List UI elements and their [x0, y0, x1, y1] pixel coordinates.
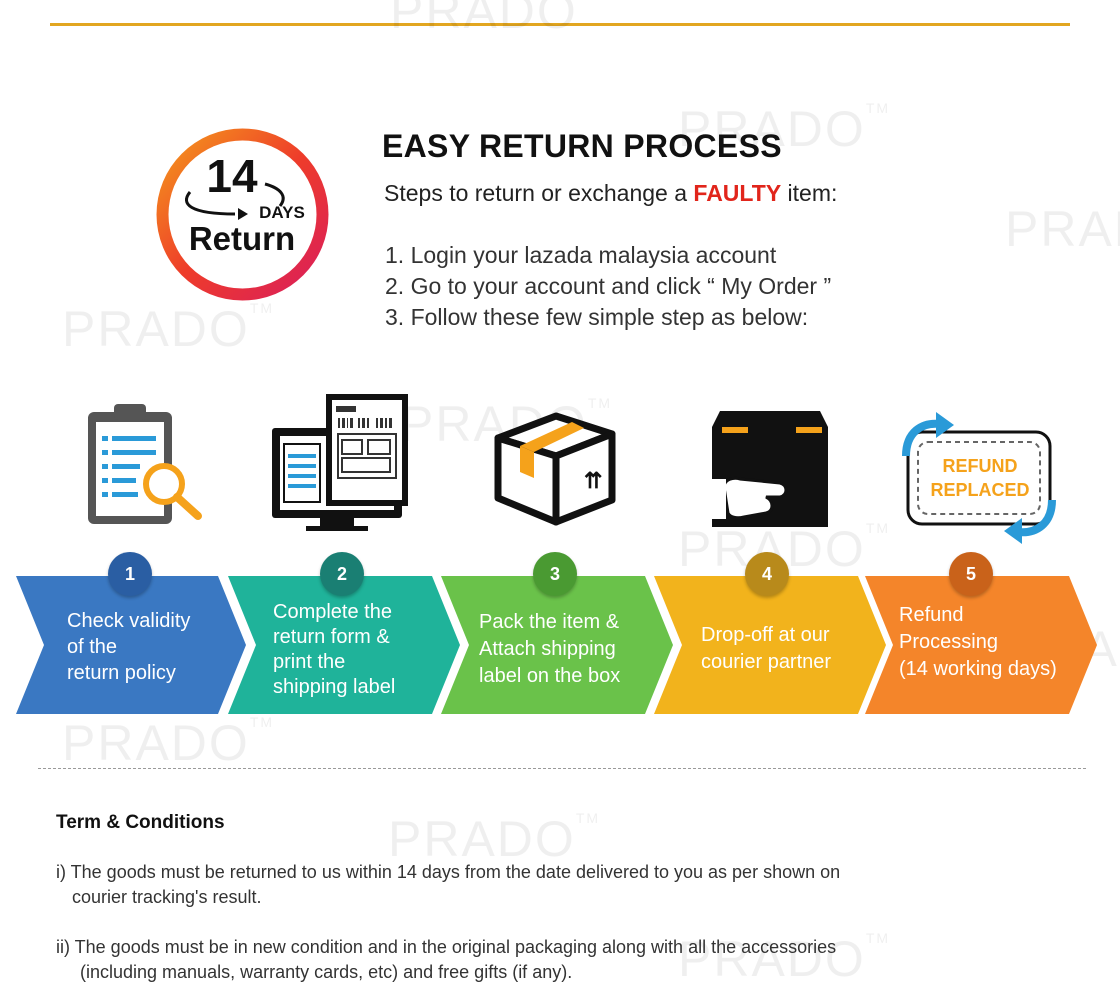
instruction-list: 1. Login your lazada malaysia account 2.…: [385, 240, 831, 333]
top-divider: [50, 23, 1070, 26]
terms-heading: Term & Conditions: [56, 812, 225, 833]
monitor-form-icon: [270, 392, 415, 542]
step-3-number: 3: [533, 552, 577, 596]
step-4-number: 4: [745, 552, 789, 596]
subtitle: Steps to return or exchange a FAULTY ite…: [384, 180, 838, 206]
step-1-number: 1: [108, 552, 152, 596]
faulty-highlight: FAULTY: [693, 180, 782, 206]
refund-label: REFUND: [943, 456, 1018, 476]
watermark: PRADO: [1005, 201, 1120, 257]
page-title: EASY RETURN PROCESS: [382, 128, 782, 164]
terms-item: ii) The goods must be in new condition a…: [56, 937, 837, 982]
hand-delivery-icon: [700, 405, 840, 540]
section-divider: [38, 768, 1086, 769]
instruction-item: 3. Follow these few simple step as below…: [385, 304, 809, 330]
package-box-icon: ⇈: [490, 402, 620, 537]
refund-replaced-icon: REFUND REPLACED: [900, 410, 1060, 555]
badge-days: DAYS: [259, 203, 305, 222]
step-2-number: 2: [320, 552, 364, 596]
badge-number: 14: [206, 150, 258, 202]
process-arrow-2: [228, 576, 460, 714]
process-arrow-5: [865, 576, 1097, 714]
badge-word: Return: [189, 220, 295, 257]
watermark: PRADO: [390, 0, 578, 39]
process-arrow-3: [441, 576, 673, 714]
instruction-item: 2. Go to your account and click “ My Ord…: [385, 273, 832, 299]
terms-item: i) The goods must be returned to us with…: [56, 862, 841, 907]
watermark: PRADOTM: [62, 714, 275, 771]
instruction-item: 1. Login your lazada malaysia account: [385, 242, 777, 268]
replaced-label: REPLACED: [930, 480, 1029, 500]
clipboard-search-icon: [82, 400, 212, 535]
process-arrow-1: [16, 576, 246, 714]
svg-text:⇈: ⇈: [584, 468, 602, 493]
watermark: PRADOTM: [62, 300, 275, 357]
14-days-return-badge: 14 DAYS Return: [150, 122, 335, 307]
process-arrow-4: [654, 576, 886, 714]
step-5-number: 5: [949, 552, 993, 596]
